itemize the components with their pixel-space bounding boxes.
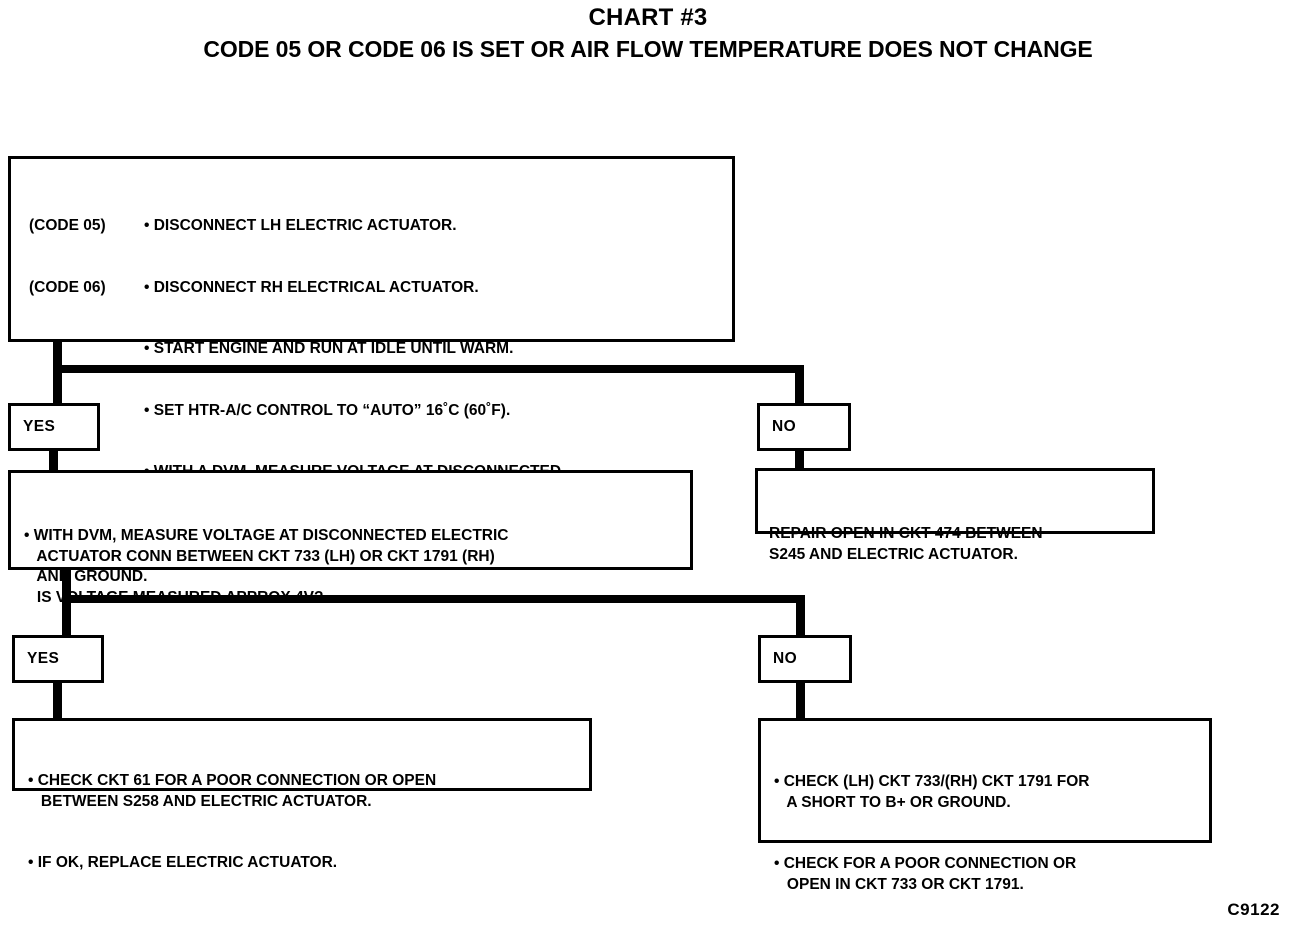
result-no-bullet-2: • CHECK FOR A POOR CONNECTION OR OPEN IN… xyxy=(774,855,1077,893)
step-1-bullet-2: • DISCONNECT RH ELECTRICAL ACTUATOR. xyxy=(144,278,479,296)
result-yes-bullet-list: • CHECK CKT 61 FOR A POOR CONNECTION OR … xyxy=(28,730,436,915)
connector-yes2-to-result xyxy=(53,682,62,720)
chart-title: CHART #3 xyxy=(588,4,708,31)
branch-2-no-box: NO xyxy=(758,635,852,683)
step-1-box: (CODE 05) (CODE 06) • DISCONNECT LH ELEC… xyxy=(8,156,735,521)
repair-1-line: REPAIR OPEN IN CKT 474 BETWEEN S245 AND … xyxy=(769,525,1043,563)
branch-1-no-box: NO xyxy=(757,403,851,451)
repair-1-box: REPAIR OPEN IN CKT 474 BETWEEN S245 AND … xyxy=(755,468,1155,563)
chart-subtitle: CODE 05 OR CODE 06 IS SET OR AIR FLOW TE… xyxy=(203,36,1093,62)
connector-step1-horizontal xyxy=(53,365,803,373)
branch-2-yes-box: YES xyxy=(12,635,104,683)
result-no-bullet-1: • CHECK (LH) CKT 733/(RH) CKT 1791 FOR A… xyxy=(774,773,1090,811)
step-2-box: • WITH DVM, MEASURE VOLTAGE AT DISCONNEC… xyxy=(8,470,693,606)
repair-1-text: REPAIR OPEN IN CKT 474 BETWEEN S245 AND … xyxy=(769,483,1043,606)
result-no-bullet-list: • CHECK (LH) CKT 733/(RH) CKT 1791 FOR A… xyxy=(774,731,1089,934)
result-yes-bullet-2: • IF OK, REPLACE ELECTRIC ACTUATOR. xyxy=(28,854,338,871)
connector-step2-no-drop xyxy=(796,595,805,637)
page-code: C9122 xyxy=(1227,900,1280,919)
step-1-bullet-3: • START ENGINE AND RUN AT IDLE UNTIL WAR… xyxy=(144,340,514,357)
result-yes-box: • CHECK CKT 61 FOR A POOR CONNECTION OR … xyxy=(12,718,592,871)
result-yes-bullet-1: • CHECK CKT 61 FOR A POOR CONNECTION OR … xyxy=(28,772,437,810)
result-no-box: • CHECK (LH) CKT 733/(RH) CKT 1791 FOR A… xyxy=(758,718,1212,893)
connector-step2-stem xyxy=(62,570,71,637)
branch-2-no-label: NO xyxy=(773,650,798,667)
step-2-bullet-list: • WITH DVM, MEASURE VOLTAGE AT DISCONNEC… xyxy=(24,485,509,649)
code-label-06: (CODE 06) xyxy=(29,278,106,296)
connector-yes1-to-step2 xyxy=(49,450,58,472)
step-1-bullet-1: • DISCONNECT LH ELECTRIC ACTUATOR. xyxy=(144,217,457,234)
branch-1-yes-box: YES xyxy=(8,403,100,451)
branch-2-yes-label: YES xyxy=(27,650,60,667)
connector-step1-no-drop xyxy=(795,365,804,405)
step-2-bullet-1: • WITH DVM, MEASURE VOLTAGE AT DISCONNEC… xyxy=(24,527,509,606)
code-label-05: (CODE 05) xyxy=(29,217,106,234)
connector-no2-to-result xyxy=(796,682,805,720)
step-1-code-column: (CODE 05) (CODE 06) xyxy=(29,175,106,339)
branch-1-no-label: NO xyxy=(772,418,797,435)
step-1-bullet-4: • SET HTR-A/C CONTROL TO “AUTO” 16˚C (60… xyxy=(144,401,511,419)
connector-step1-stem xyxy=(53,341,62,405)
connector-no1-to-repair xyxy=(795,450,804,468)
connector-step2-horizontal xyxy=(62,595,804,603)
branch-1-yes-label: YES xyxy=(23,418,56,435)
